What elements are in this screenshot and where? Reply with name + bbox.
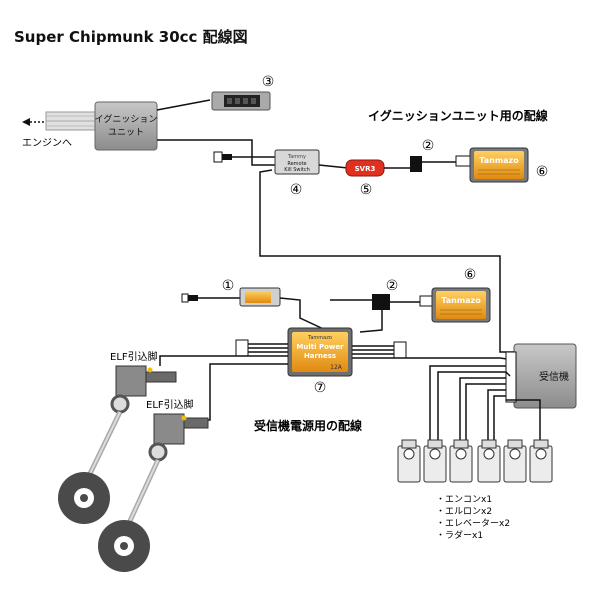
wire xyxy=(157,139,275,166)
multi-power-harness: Tammazo Multi Power Harness 12A xyxy=(287,327,353,377)
harness-text-1: Multi Power xyxy=(296,343,344,351)
servo-list-item: ・エンコンx1 xyxy=(436,495,492,505)
elf-retract-2 xyxy=(121,413,209,536)
label-2-bottom: ② xyxy=(386,278,399,294)
voltage-display xyxy=(211,91,271,111)
harness-brand: Tammazo xyxy=(307,335,332,341)
small-connector xyxy=(213,151,275,163)
label-3: ③ xyxy=(262,74,275,90)
receiver: 受信機 xyxy=(505,343,577,409)
wire xyxy=(198,363,288,421)
servo xyxy=(397,439,421,483)
elf-label-1: ELF引込脚 xyxy=(110,350,158,363)
switch-bottom xyxy=(372,294,433,310)
servo xyxy=(423,439,447,483)
label-7: ⑦ xyxy=(314,380,327,396)
label-4: ④ xyxy=(290,182,303,198)
wire xyxy=(318,164,349,169)
elf-label-2: ELF引込脚 xyxy=(146,398,194,411)
servo-wires xyxy=(429,365,541,440)
switch-top xyxy=(410,155,471,172)
engine-cable xyxy=(45,111,97,131)
ignition-section-title: イグニッションユニット用の配線 xyxy=(368,108,548,123)
ignition-unit-label-2: ユニット xyxy=(108,128,144,138)
wire xyxy=(352,357,516,361)
page-title: Super Chipmunk 30cc 配線図 xyxy=(14,28,248,46)
label-2-top: ② xyxy=(422,138,435,154)
kill-switch-text-2: Kill Switch xyxy=(284,167,310,173)
wire xyxy=(159,355,288,366)
wire xyxy=(279,297,331,333)
harness-text-3: 12A xyxy=(330,364,343,371)
harness-text-2: Harness xyxy=(304,352,336,360)
receiver-label: 受信機 xyxy=(539,370,569,383)
servo-group xyxy=(397,439,553,483)
svr3-regulator: SVR3 xyxy=(345,159,385,177)
label-5: ⑤ xyxy=(360,182,373,198)
battery-brand-top: Tanmazo xyxy=(479,156,519,165)
ignition-unit: イグニッション ユニット xyxy=(94,101,158,151)
wheel-1 xyxy=(58,472,110,524)
switch-1-module xyxy=(239,287,281,307)
label-6-bottom: ⑥ xyxy=(464,267,477,283)
label-1: ① xyxy=(222,278,235,294)
servo xyxy=(477,439,501,483)
receiver-battery: Tanmazo xyxy=(431,287,491,323)
receiver-section-title: 受信機電源用の配線 xyxy=(254,418,362,433)
servo xyxy=(529,439,553,483)
led-connector xyxy=(181,293,240,303)
harness-left-connectors xyxy=(235,339,288,357)
servo-list: ・エンコンx1 ・エルロンx2 ・エレベーターx2 ・ラダーx1 xyxy=(436,495,510,541)
wheel-2 xyxy=(98,520,150,572)
wire xyxy=(359,310,383,333)
servo xyxy=(503,439,527,483)
servo-list-item: ・ラダーx1 xyxy=(436,529,483,541)
wire xyxy=(156,99,211,111)
label-6-top: ⑥ xyxy=(536,164,549,180)
servo xyxy=(449,439,473,483)
ignition-battery: Tanmazo xyxy=(469,147,529,183)
engine-label: エンジンへ xyxy=(22,138,72,149)
remote-kill-switch: Tammy Remote Kill Switch xyxy=(274,149,320,175)
harness-right-connectors xyxy=(352,341,407,359)
wire xyxy=(259,169,515,353)
battery-brand-bottom: Tanmazo xyxy=(441,296,481,305)
kill-switch-text-1: Remote xyxy=(287,161,306,167)
ignition-unit-label-1: イグニッション xyxy=(95,113,158,125)
kill-switch-brand: Tammy xyxy=(287,154,306,160)
svr3-label: SVR3 xyxy=(355,165,376,173)
servo-list-item: ・エレベーターx2 xyxy=(436,518,510,529)
servo-list-item: ・エルロンx2 xyxy=(436,507,492,517)
